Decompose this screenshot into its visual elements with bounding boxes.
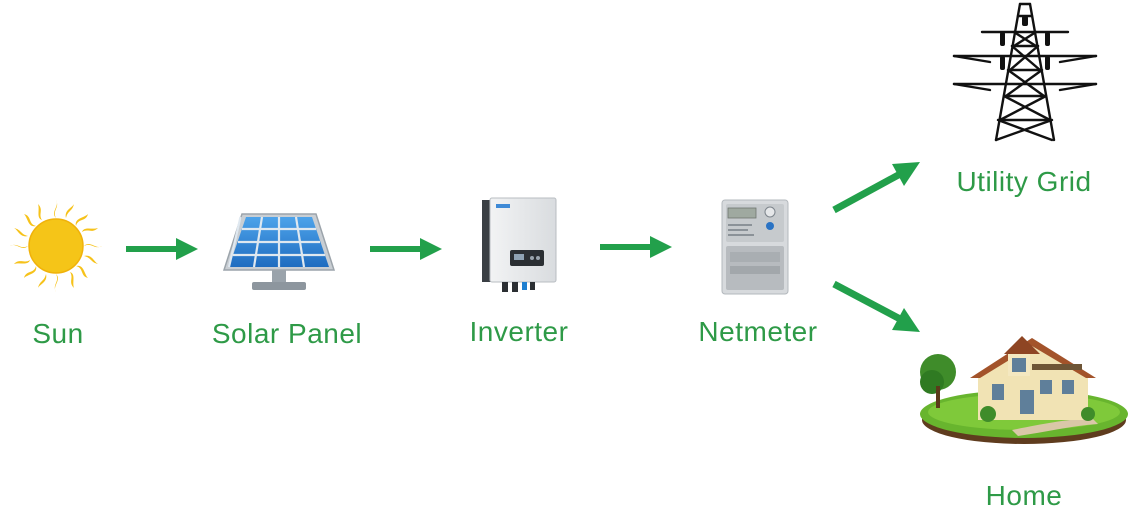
house-icon [920, 336, 1128, 444]
node-label-utility-grid: Utility Grid [956, 166, 1092, 197]
sun-icon [10, 200, 102, 292]
flow-arrow-inverter-to-netmeter [600, 236, 672, 258]
flow-arrow-netmeter-to-home [832, 280, 920, 332]
node-label-inverter: Inverter [469, 316, 569, 347]
node-label-home: Home [985, 480, 1063, 511]
flow-arrow-solar-panel-to-inverter [370, 238, 442, 260]
node-label-sun: Sun [32, 318, 84, 349]
transmission-tower-icon [952, 2, 1098, 142]
netmeter-icon [721, 199, 789, 295]
node-label-netmeter: Netmeter [698, 316, 818, 347]
flow-arrow-netmeter-to-utility-grid [832, 162, 920, 214]
node-label-solar-panel: Solar Panel [211, 318, 363, 349]
inverter-icon [482, 197, 557, 292]
solar-panel-icon [222, 213, 336, 290]
flow-arrow-sun-to-solar-panel [126, 238, 198, 260]
